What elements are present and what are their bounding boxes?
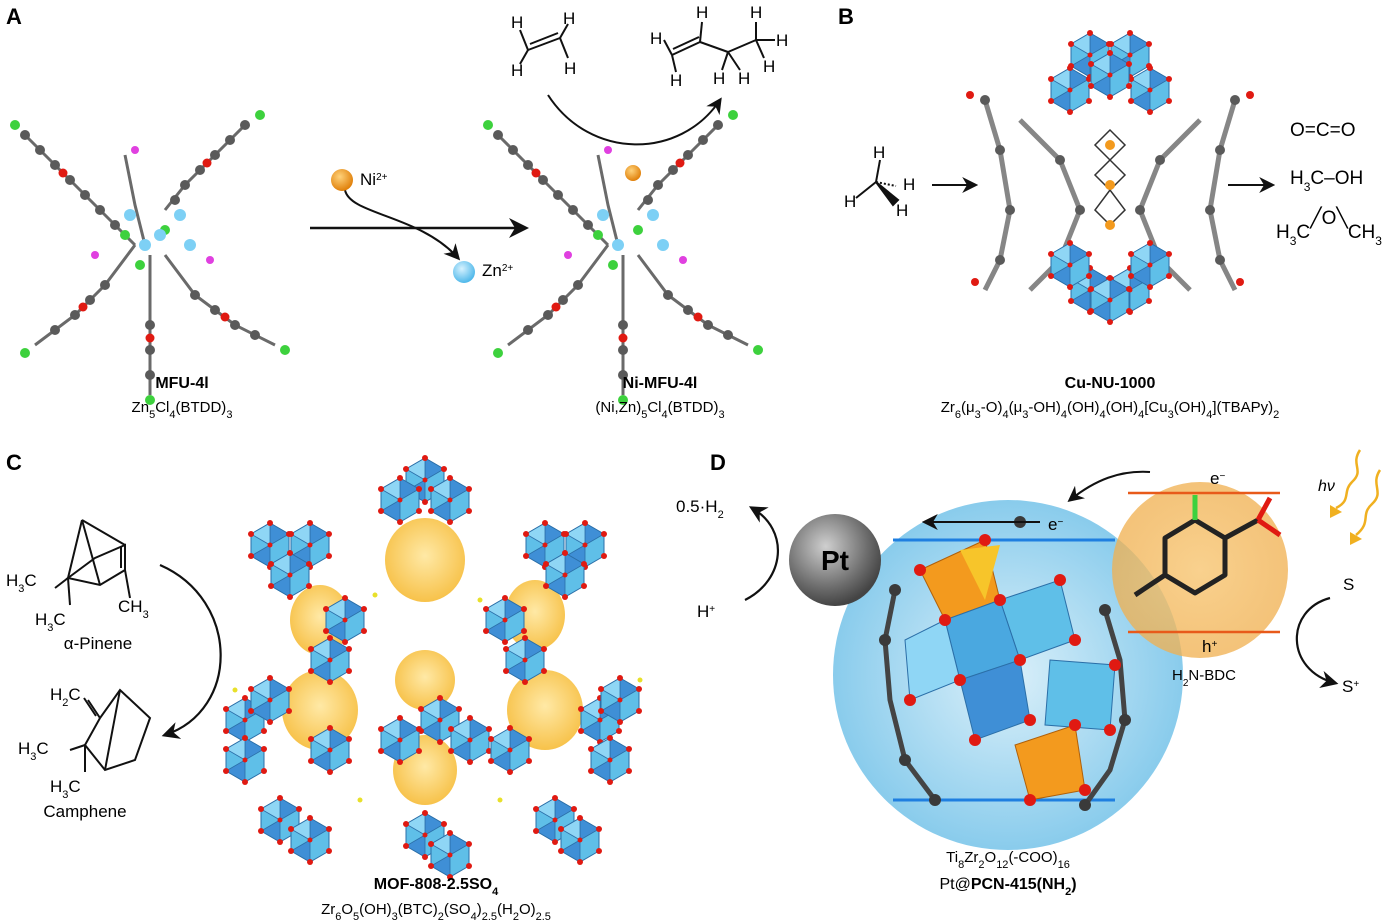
arrow-icon: [159, 563, 222, 739]
pinene-group-2: H3C: [35, 610, 66, 634]
ni-ion-label: Ni2+: [360, 170, 388, 189]
pinene-group-3: CH3: [118, 597, 149, 621]
sacrificial-label: S: [1343, 575, 1354, 594]
panel-b: B H H H H: [838, 4, 1382, 421]
ti-zr-cluster: [879, 516, 1131, 811]
mfu-4l-structure: [8, 108, 292, 407]
camphene-molecule: [69, 688, 152, 772]
mfu-4l-formula: Zn5Cl4(BTDD)3: [132, 399, 233, 421]
svg-text:H: H: [896, 201, 908, 220]
cluster-formula: Ti8Zr2O12(-COO)16: [946, 849, 1070, 871]
linker-label: H2N-BDC: [1172, 667, 1236, 689]
camphene-group-1: H2C: [50, 685, 81, 709]
svg-text:H: H: [696, 3, 708, 22]
svg-text:H: H: [650, 29, 662, 48]
svg-text:H: H: [670, 71, 682, 90]
zn-ion-label: Zn2+: [482, 261, 513, 280]
light-label: hν: [1318, 478, 1335, 495]
mfu-4l-name: MFU-4l: [155, 375, 208, 392]
arrow-icon: [547, 94, 722, 146]
pinene-group-1: H3C: [6, 571, 37, 595]
ethylene-molecule: [519, 23, 569, 65]
methane-molecule: [855, 159, 900, 207]
pt-nanoparticle: [789, 514, 881, 606]
svg-text:H: H: [903, 175, 915, 194]
camphene-name: Camphene: [43, 802, 126, 821]
sun-light-icon: [1330, 449, 1382, 545]
svg-text:H: H: [776, 31, 788, 50]
product-methanol: H3C–OH: [1290, 168, 1363, 194]
cu-nu-1000-structure: [966, 29, 1254, 326]
arrow-icon: [1067, 470, 1151, 502]
svg-text:H: H: [738, 69, 750, 88]
panel-a: A MFU-4l Zn5Cl4(BTDD)3 Ni2+ Zn2+: [6, 3, 788, 421]
arrow-icon: [744, 506, 779, 601]
ni-mfu-4l-structure: [481, 108, 765, 407]
zn-ion-sphere: [453, 261, 475, 283]
mof-808-formula: Zr6O5(OH)3(BTC)2(SO4)2.5(H2O)2.5: [321, 901, 551, 923]
proton-label: H+: [697, 602, 715, 621]
camphene-group-2: H3C: [18, 739, 49, 763]
mof-808-structure: [222, 454, 643, 881]
svg-text:H: H: [750, 3, 762, 22]
zn-node: [139, 239, 151, 251]
butene-molecule: [663, 21, 775, 73]
panel-d-label: D: [710, 450, 726, 475]
panel-b-label: B: [838, 4, 854, 29]
svg-text:H: H: [563, 9, 575, 28]
ethylene-atoms: H H H H: [511, 9, 576, 80]
product-co2: O=C=O: [1290, 120, 1355, 141]
svg-text:H: H: [564, 59, 576, 78]
panel-c: C H3C H3C CH3 α-Pinene H2C H3C H3C Camph…: [6, 450, 643, 923]
arrow-icon: [1295, 596, 1339, 688]
pt-label: Pt: [821, 545, 849, 576]
panel-c-label: C: [6, 450, 22, 475]
svg-text:H: H: [511, 13, 523, 32]
pcn-415-name: Pt@PCN-415(NH2): [939, 876, 1076, 898]
ni-mfu-4l-name: Ni-MFU-4l: [623, 375, 698, 392]
svg-text:H: H: [713, 69, 725, 88]
ni-ion-sphere: [331, 169, 353, 191]
alpha-pinene-molecule: [54, 519, 131, 606]
cu-node: [1105, 140, 1115, 150]
sacrificial-ox-label: S+: [1342, 677, 1359, 696]
alpha-pinene-name: α-Pinene: [64, 634, 132, 653]
h2-label: 0.5·H2: [676, 497, 724, 521]
svg-text:H: H: [873, 143, 885, 162]
panel-d: D 0.5·H2 H+: [676, 449, 1382, 898]
svg-text:H: H: [844, 192, 856, 211]
methane-atoms: H H H H: [844, 143, 915, 220]
cu-nu-1000-name: Cu-NU-1000: [1065, 375, 1156, 392]
ni-node: [625, 165, 641, 181]
cu-nu-1000-formula: Zr6(μ3-O)4(μ3-OH)4(OH)4(OH)4[Cu3(OH)4](T…: [941, 399, 1280, 421]
product-dme: H3C╱O╲CH3: [1276, 206, 1382, 248]
panel-a-label: A: [6, 4, 22, 29]
ni-mfu-4l-formula: (Ni,Zn)5Cl4(BTDD)3: [595, 399, 724, 421]
svg-text:H: H: [763, 57, 775, 76]
mof-808-name: MOF-808-2.5SO4: [374, 876, 499, 898]
butene-atoms: H H H H H H H H: [650, 3, 788, 90]
svg-text:H: H: [511, 61, 523, 80]
h2n-bdc-molecule: [1133, 495, 1282, 598]
arrow-icon: [344, 189, 461, 261]
camphene-group-3: H3C: [50, 777, 81, 801]
